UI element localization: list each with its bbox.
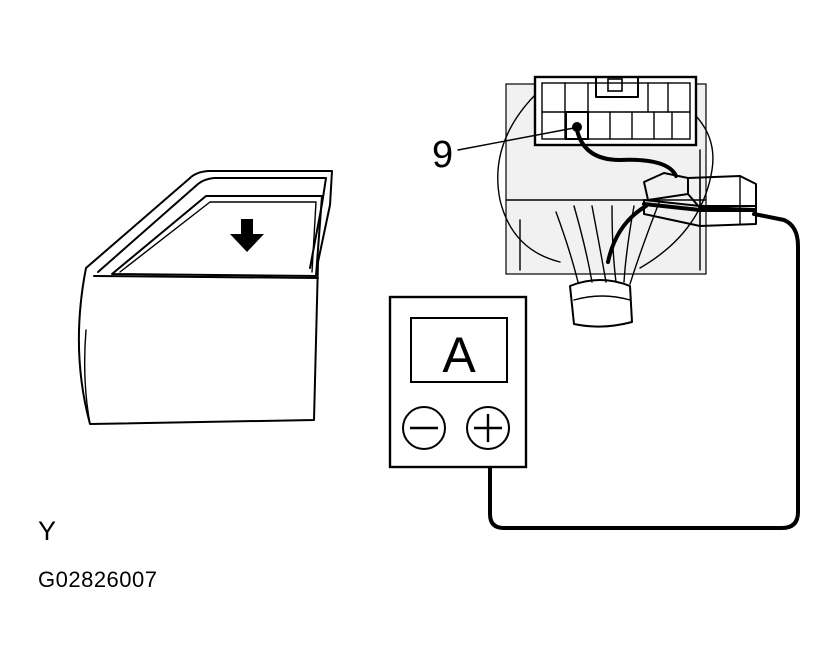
ammeter: A	[388, 295, 528, 469]
connector	[533, 75, 698, 147]
pin-9-probe-point	[572, 122, 582, 132]
pin-leader-line	[457, 127, 575, 151]
pin-number-label: 9	[432, 134, 453, 176]
figure-code: G02826007	[38, 567, 158, 592]
view-label: Y	[38, 516, 57, 546]
probe-wire	[575, 128, 678, 178]
minus-icon[interactable]	[402, 406, 446, 450]
test-lead-clip	[642, 172, 757, 227]
car-door	[77, 170, 333, 425]
meter-display	[410, 317, 508, 383]
meter-positive-lead	[488, 212, 800, 530]
plus-icon[interactable]	[466, 406, 510, 450]
down-arrow-icon	[230, 219, 264, 252]
ground-wire	[606, 204, 648, 264]
meter-display-unit: A	[442, 327, 476, 383]
